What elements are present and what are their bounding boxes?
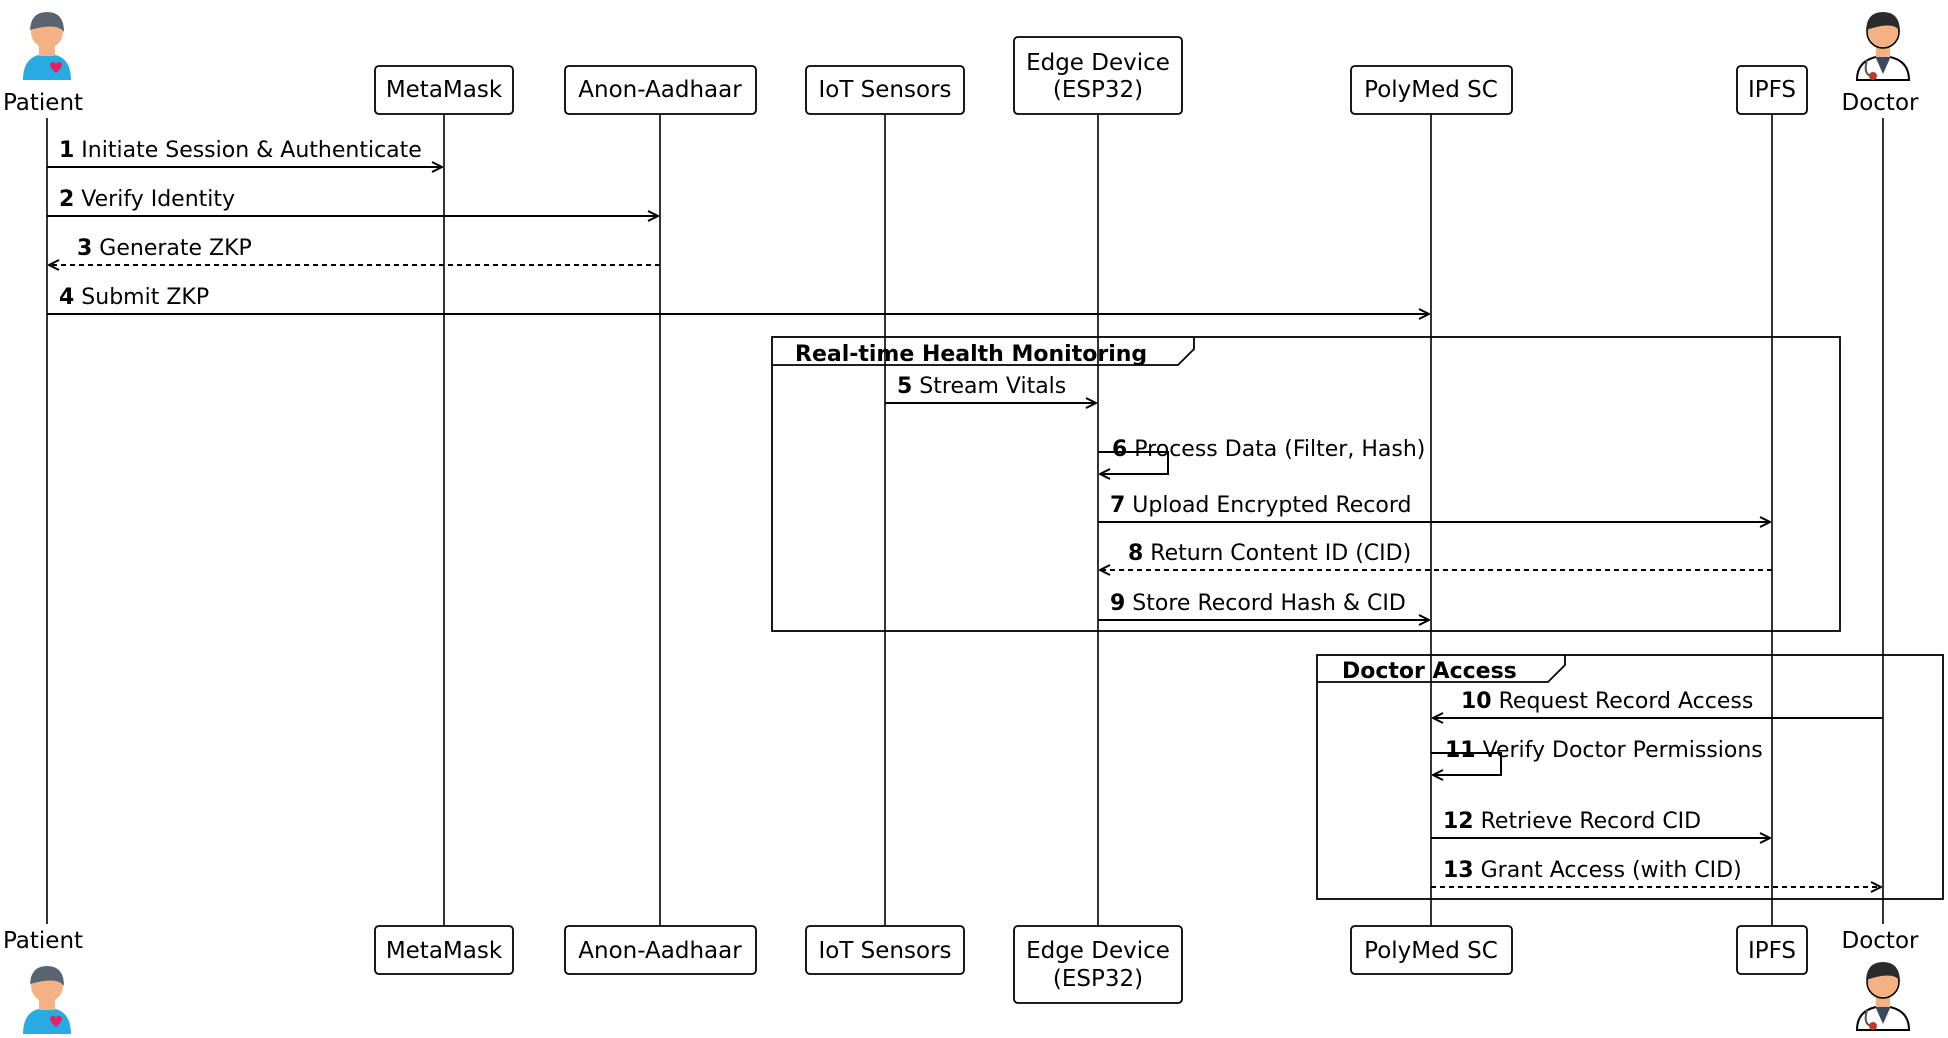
participant-label: PolyMed SC: [1364, 77, 1498, 103]
message-12: 12 Retrieve Record CID: [1431, 809, 1770, 838]
message-number: 8: [1128, 541, 1143, 566]
patient-icon: [23, 12, 71, 80]
message-label: 1 Initiate Session & Authenticate: [59, 138, 422, 163]
message-text: Request Record Access: [1492, 689, 1754, 714]
message-arrow: [1098, 451, 1169, 474]
message-text: Submit ZKP: [74, 285, 209, 310]
participant-label: Anon-Aadhaar: [578, 938, 742, 964]
participant-label: MetaMask: [386, 938, 503, 964]
message-label: 7 Upload Encrypted Record: [1110, 493, 1411, 518]
message-label: 8 Return Content ID (CID): [1128, 541, 1411, 566]
participant-polymed-sc-bottom: PolyMed SC: [1350, 925, 1513, 975]
message-label: 4 Submit ZKP: [59, 285, 209, 310]
patient-icon: [23, 966, 71, 1034]
message-text: Store Record Hash & CID: [1125, 591, 1406, 616]
participant-label: MetaMask: [386, 77, 503, 103]
doctor-icon: [1855, 12, 1911, 81]
message-text: Return Content ID (CID): [1143, 541, 1411, 566]
group-doctor-access: Doctor Access: [1316, 654, 1944, 900]
message-label: 6 Process Data (Filter, Hash): [1112, 437, 1425, 462]
participant-edge-device-bottom: Edge Device (ESP32): [1013, 925, 1183, 1004]
message-label: 5 Stream Vitals: [897, 374, 1066, 399]
message-text: Grant Access (with CID): [1474, 858, 1742, 883]
message-text: Retrieve Record CID: [1474, 809, 1702, 834]
participant-label: IPFS: [1748, 938, 1796, 964]
participant-ipfs-top: IPFS: [1736, 65, 1808, 115]
message-text: Upload Encrypted Record: [1125, 493, 1411, 518]
group-real-time-health-monitoring: Real-time Health Monitoring: [771, 336, 1841, 632]
participant-label: Anon-Aadhaar: [578, 77, 742, 103]
participant-metamask-top: MetaMask: [374, 65, 514, 115]
message-label: 3 Generate ZKP: [77, 236, 252, 261]
message-text: Initiate Session & Authenticate: [74, 138, 422, 163]
message-number: 10: [1461, 689, 1492, 714]
participant-polymed-sc-top: PolyMed SC: [1350, 65, 1513, 115]
participant-label: PolyMed SC: [1364, 938, 1498, 964]
message-text: Verify Doctor Permissions: [1476, 738, 1763, 763]
message-7: 7 Upload Encrypted Record: [1098, 493, 1770, 522]
participant-doctor-top: Doctor: [1842, 12, 1920, 116]
message-label: 2 Verify Identity: [59, 187, 235, 212]
message-3: 3 Generate ZKP: [49, 236, 660, 265]
message-number: 9: [1110, 591, 1125, 616]
participant-anon-aadhaar-top: Anon-Aadhaar: [564, 65, 757, 115]
message-11: 11 Verify Doctor Permissions: [1431, 738, 1763, 775]
message-number: 3: [77, 236, 92, 261]
participant-patient-bottom: Patient: [3, 928, 83, 1034]
participant-label: IoT Sensors: [818, 938, 951, 964]
message-number: 12: [1443, 809, 1474, 834]
participant-label: Doctor: [1842, 928, 1920, 954]
message-13: 13 Grant Access (with CID): [1431, 858, 1881, 887]
group-title: Real-time Health Monitoring: [795, 342, 1147, 367]
group-title: Doctor Access: [1342, 659, 1517, 684]
message-9: 9 Store Record Hash & CID: [1098, 591, 1429, 620]
lifelines: [46, 114, 1884, 926]
message-label: 11 Verify Doctor Permissions: [1445, 738, 1763, 763]
message-number: 2: [59, 187, 74, 212]
participant-label: Doctor: [1842, 90, 1920, 116]
message-6: 6 Process Data (Filter, Hash): [1098, 437, 1425, 474]
message-arrow: [1431, 752, 1502, 775]
message-label: 9 Store Record Hash & CID: [1110, 591, 1406, 616]
participant-label: IPFS: [1748, 77, 1796, 103]
participant-label: IoT Sensors: [818, 77, 951, 103]
participant-iot-sensors-top: IoT Sensors: [805, 65, 965, 115]
participant-patient-top: Patient: [3, 12, 83, 116]
message-number: 1: [59, 138, 74, 163]
message-number: 4: [59, 285, 74, 310]
participant-doctor-bottom: Doctor: [1842, 928, 1920, 1031]
participant-label: Edge Device: [1026, 50, 1170, 76]
participant-label-line2: (ESP32): [1053, 77, 1143, 103]
participant-metamask-bottom: MetaMask: [374, 925, 514, 975]
message-10: 10 Request Record Access: [1433, 689, 1883, 718]
message-text: Process Data (Filter, Hash): [1127, 437, 1425, 462]
participant-ipfs-bottom: IPFS: [1736, 925, 1808, 975]
message-number: 6: [1112, 437, 1127, 462]
message-text: Generate ZKP: [92, 236, 252, 261]
message-4: 4 Submit ZKP: [47, 285, 1429, 314]
message-8: 8 Return Content ID (CID): [1100, 541, 1772, 570]
doctor-icon: [1855, 962, 1911, 1031]
message-label: 13 Grant Access (with CID): [1443, 858, 1742, 883]
message-label: 12 Retrieve Record CID: [1443, 809, 1701, 834]
message-text: Verify Identity: [74, 187, 235, 212]
message-2: 2 Verify Identity: [47, 187, 658, 216]
message-number: 13: [1443, 858, 1474, 883]
message-number: 11: [1445, 738, 1476, 763]
message-5: 5 Stream Vitals: [885, 374, 1096, 403]
participant-label: Patient: [3, 90, 83, 116]
message-1: 1 Initiate Session & Authenticate: [47, 138, 442, 167]
message-number: 5: [897, 374, 912, 399]
participant-label: Edge Device: [1026, 938, 1170, 964]
message-text: Stream Vitals: [912, 374, 1066, 399]
participant-label-line2: (ESP32): [1053, 966, 1143, 992]
participant-edge-device-top: Edge Device (ESP32): [1013, 36, 1183, 115]
participant-label: Patient: [3, 928, 83, 954]
message-number: 7: [1110, 493, 1125, 518]
participant-iot-sensors-bottom: IoT Sensors: [805, 925, 965, 975]
message-label: 10 Request Record Access: [1461, 689, 1753, 714]
participant-anon-aadhaar-bottom: Anon-Aadhaar: [564, 925, 757, 975]
